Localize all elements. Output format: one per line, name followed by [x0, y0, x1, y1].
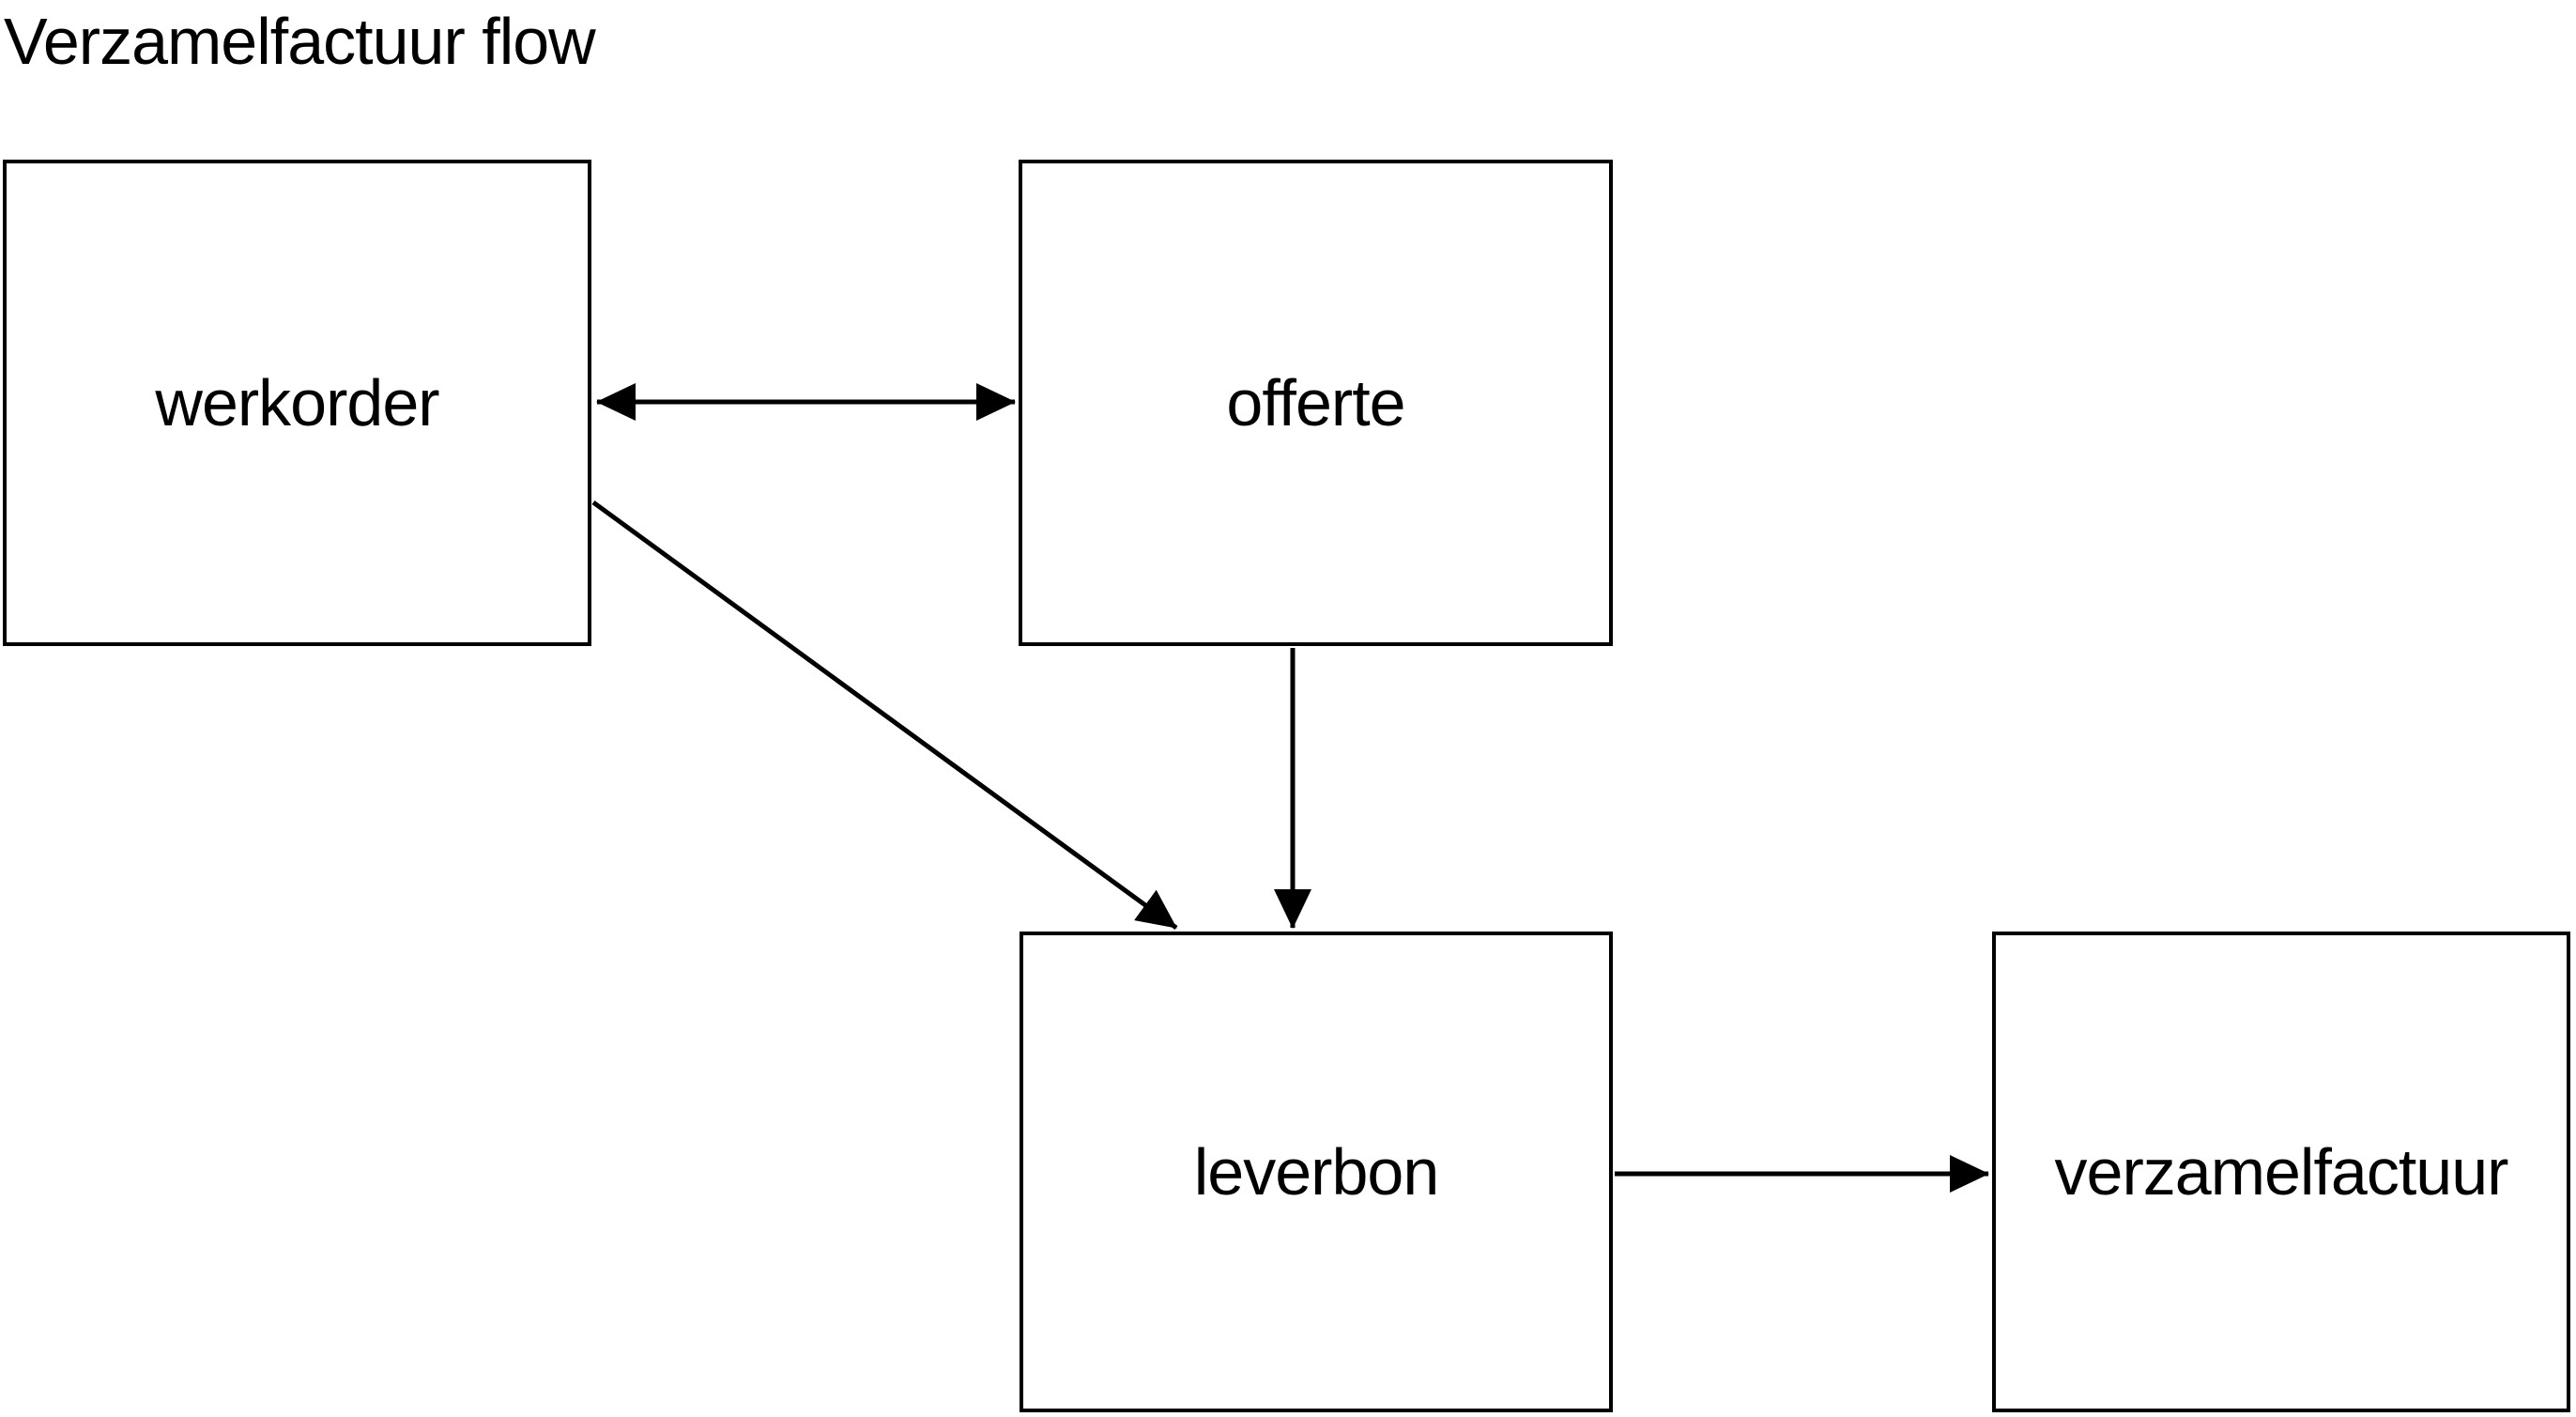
node-werkorder-label: werkorder	[155, 366, 439, 439]
diagram-title: Verzamelfactuur flow	[4, 5, 596, 78]
node-leverbon: leverbon	[1020, 932, 1613, 1412]
node-offerte-label: offerte	[1226, 366, 1405, 439]
node-leverbon-label: leverbon	[1193, 1135, 1440, 1209]
node-verzamelfactuur-label: verzamelfactuur	[2054, 1135, 2509, 1209]
node-offerte: offerte	[1019, 160, 1613, 646]
node-werkorder: werkorder	[3, 160, 591, 646]
node-verzamelfactuur: verzamelfactuur	[1992, 932, 2570, 1412]
